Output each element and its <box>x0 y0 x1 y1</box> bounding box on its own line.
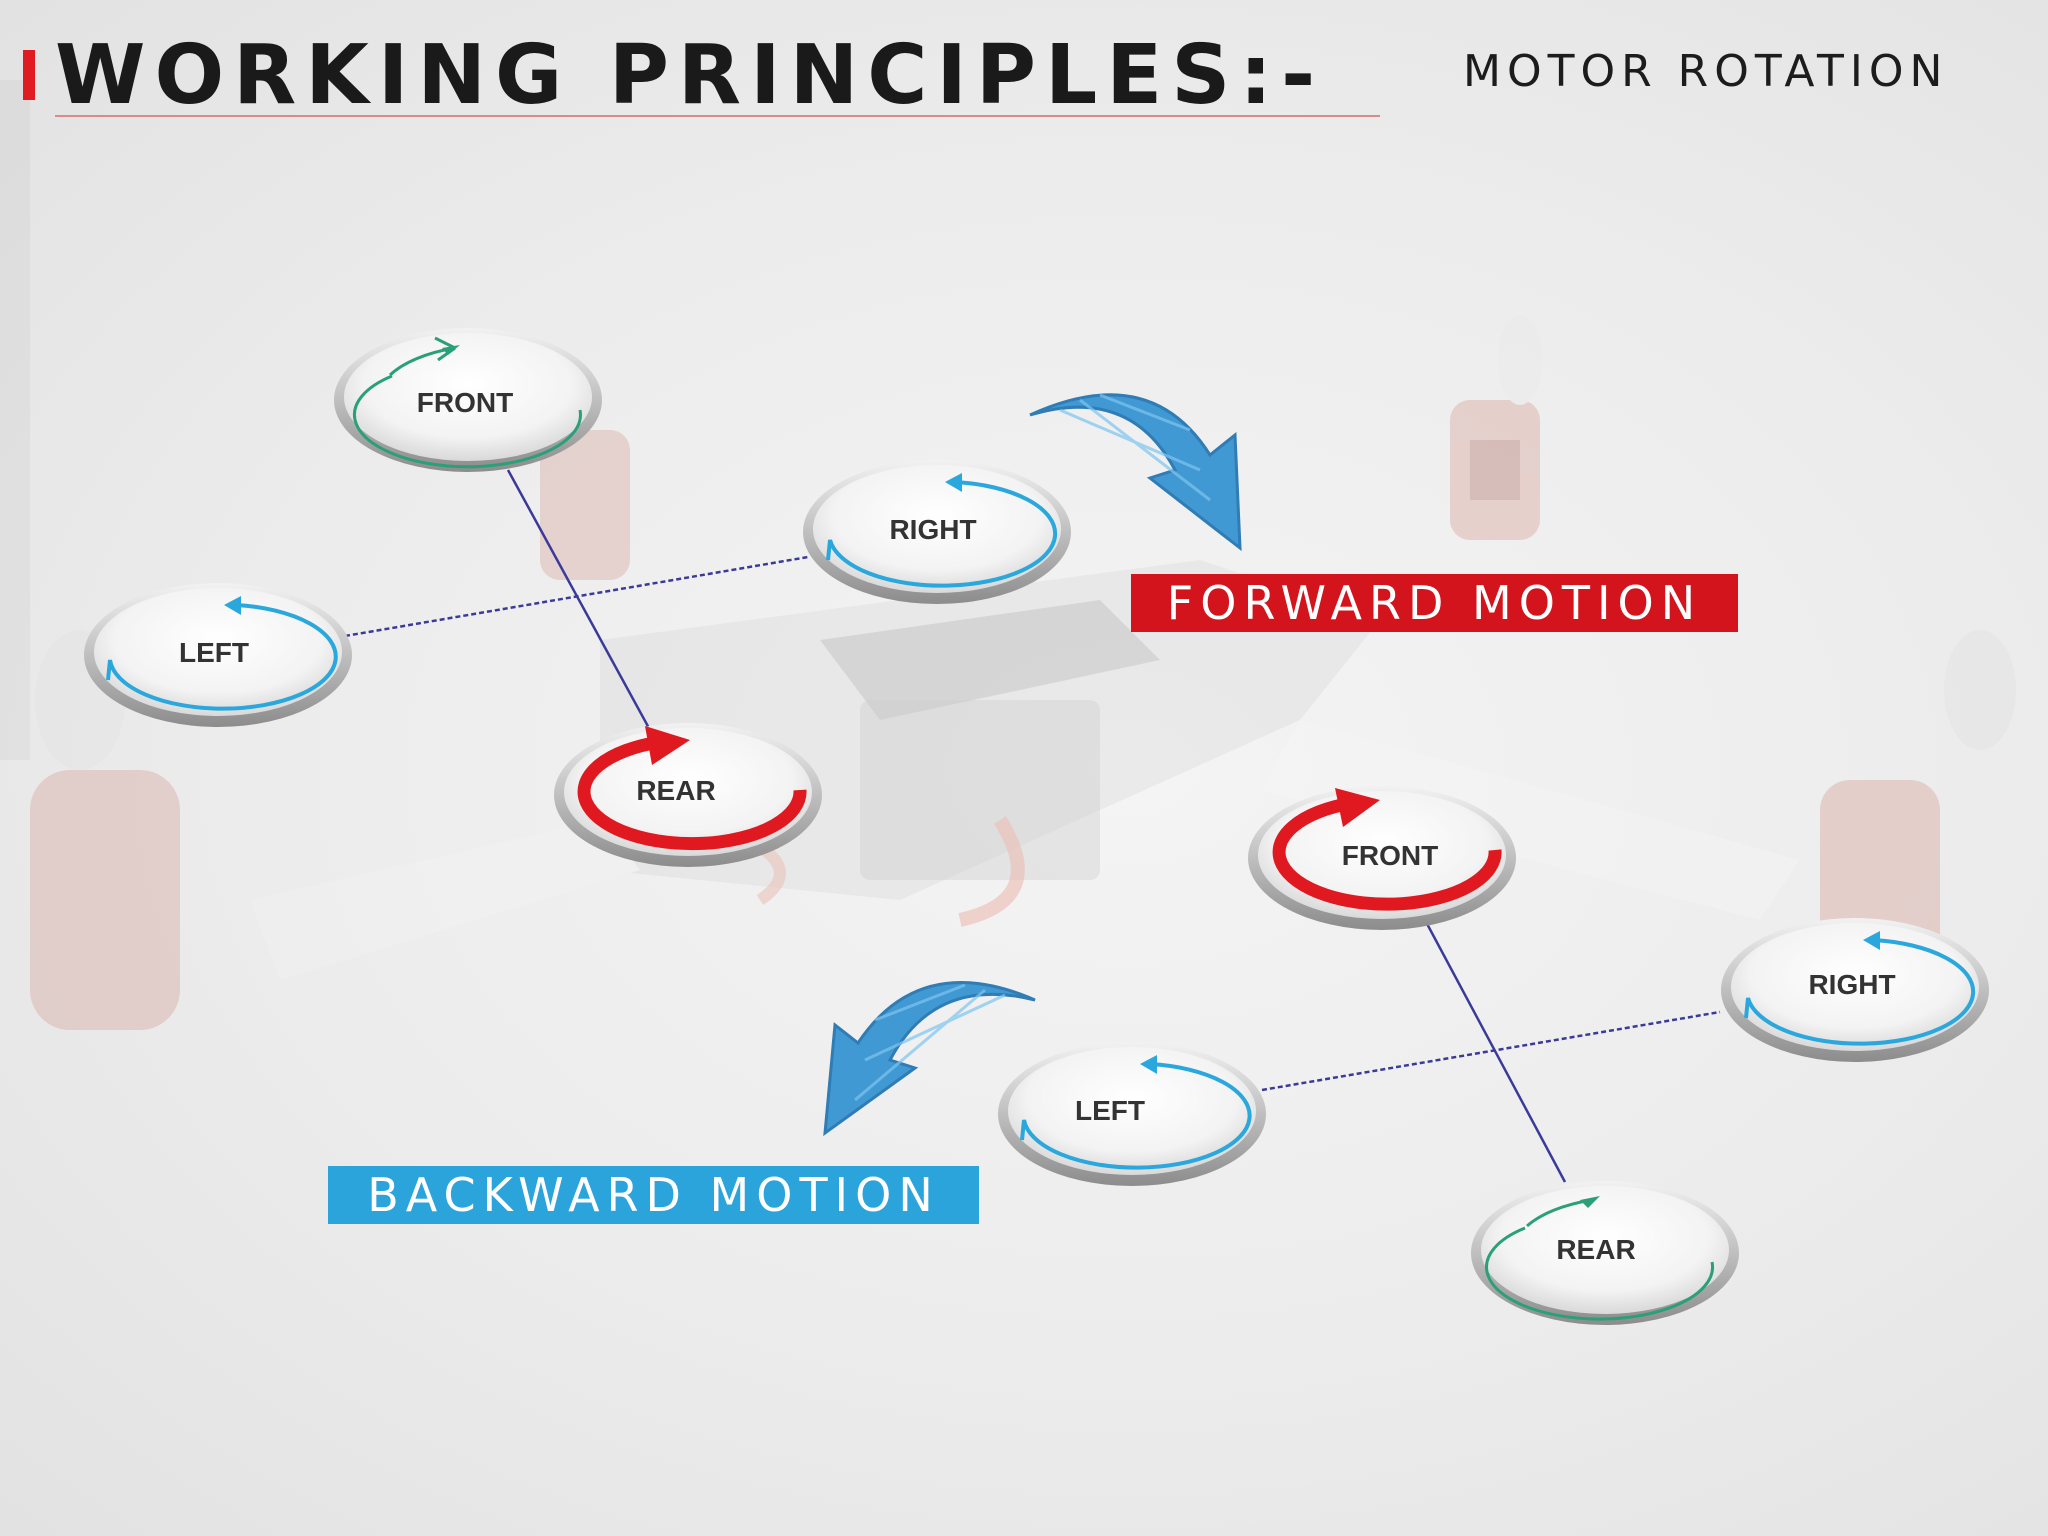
backward-frame <box>1261 919 1721 1183</box>
backward-rear-label: REAR <box>1556 1234 1635 1265</box>
backward-front-label: FRONT <box>1342 840 1438 871</box>
title-accent-bar <box>23 50 35 100</box>
backward-motor-front: FRONT <box>1248 786 1516 930</box>
backward-left-right-line <box>1261 1010 1721 1092</box>
backward-motion-label: BACKWARD MOTION <box>328 1166 979 1224</box>
rotation-arrow-icon <box>945 473 962 492</box>
backward-motor-right: RIGHT <box>1721 918 1989 1062</box>
rotation-arrow-icon <box>1863 931 1880 950</box>
rotation-arrow-icon <box>645 726 690 765</box>
forward-motor-rear: REAR <box>554 723 822 867</box>
backward-motor-left: LEFT <box>998 1042 1266 1186</box>
forward-rear-label: REAR <box>636 775 715 806</box>
backward-left-label: LEFT <box>1075 1095 1145 1126</box>
page-title: WORKING PRINCIPLES:- <box>55 28 1325 123</box>
backward-motor-rear: REAR <box>1471 1181 1739 1325</box>
title-underline <box>55 115 1380 117</box>
rotation-arrow-icon <box>1335 788 1380 827</box>
forward-motor-right: RIGHT <box>803 460 1071 604</box>
forward-direction-arrow <box>1029 393 1242 552</box>
forward-left-right-line <box>344 555 809 638</box>
forward-front-rear-line <box>506 469 652 731</box>
rotation-arrow-icon <box>1580 1196 1600 1208</box>
backward-right-label: RIGHT <box>1808 969 1895 1000</box>
rotation-arrow-icon <box>1140 1055 1157 1074</box>
forward-motor-left: LEFT <box>84 583 352 727</box>
forward-motion-label: FORWARD MOTION <box>1131 574 1738 632</box>
forward-left-label: LEFT <box>179 637 249 668</box>
forward-frame <box>344 469 809 731</box>
forward-right-label: RIGHT <box>889 514 976 545</box>
page-subtitle: MOTOR ROTATION <box>1463 46 1949 97</box>
backward-direction-arrow <box>823 981 1036 1137</box>
forward-motor-front: FRONT <box>334 328 602 472</box>
forward-front-label: FRONT <box>417 387 513 418</box>
rotation-arrow-icon <box>224 596 241 615</box>
